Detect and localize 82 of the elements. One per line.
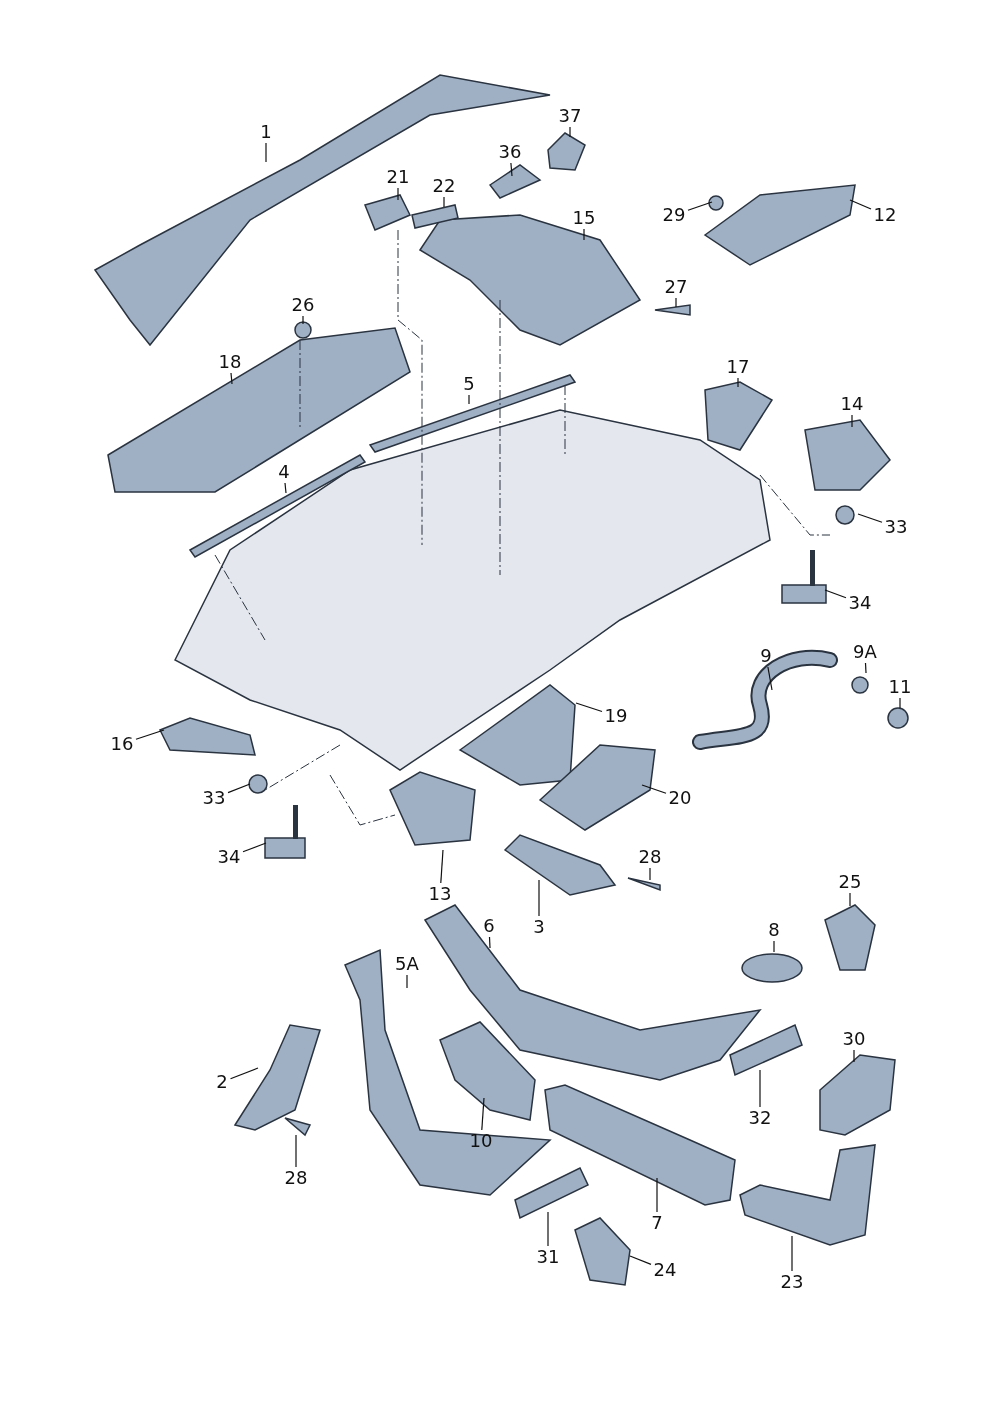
leader-line [242,842,267,853]
leader-line [864,662,867,674]
callout-number: 1 [260,122,272,142]
callout-number: 6 [483,916,495,936]
callout-number: 34 [217,847,241,867]
callout-number: 37 [558,106,582,126]
leader-line [443,196,445,208]
leader-line [641,784,667,794]
leader-line [851,414,853,428]
callout-number: 3 [533,917,545,937]
callout-number: 10 [469,1131,493,1151]
callout-number: 31 [536,1247,560,1267]
callout-number: 5A [395,954,419,974]
leader-line [302,315,304,325]
leader-line [227,783,251,794]
callout-number: 5 [463,374,475,394]
leader-line [899,697,901,709]
leader-line [406,974,408,989]
leader-line [284,482,287,494]
callout-number: 26 [291,295,315,315]
leader-line [230,372,233,385]
callout-number: 30 [842,1029,866,1049]
callout-number: 21 [386,167,410,187]
callout-number: 19 [604,706,628,726]
leader-line [295,1134,297,1168]
leader-line [791,1235,793,1272]
callout-number: 34 [848,593,872,613]
leader-line [687,201,713,211]
leader-line [849,892,851,907]
leader-line [857,513,883,523]
callout-number: 4 [278,462,290,482]
callout-number: 9 [760,646,772,666]
leader-line [229,1067,259,1080]
callout-number: 24 [653,1260,677,1280]
callout-number: 2 [216,1072,228,1092]
leader-line [575,702,603,713]
leader-line [265,142,267,163]
leader-line [397,187,399,201]
leader-line [135,729,165,740]
callout-number: 28 [638,847,662,867]
leader-line [510,162,513,177]
callout-number: 33 [202,788,226,808]
callout-number: 12 [873,205,897,225]
callout-number: 32 [748,1108,772,1128]
callout-number: 27 [664,277,688,297]
leader-line [737,377,739,388]
callout-number: 14 [840,394,864,414]
callout-number: 8 [768,920,780,940]
leader-line [547,1211,549,1247]
callout-number: 7 [651,1213,663,1233]
callout-number: 36 [498,142,522,162]
leader-line [656,1177,658,1213]
leader-line [853,1049,855,1063]
leader-line [649,867,651,881]
callout-number: 28 [284,1168,308,1188]
leader-line [440,849,444,884]
leader-line [849,199,872,210]
leader-line [773,940,775,953]
leader-line [759,1069,761,1108]
leader-line [468,394,470,405]
leader-line [481,1097,485,1131]
callout-number: 25 [838,872,862,892]
leader-line [767,666,773,691]
callout-number: 9A [853,642,877,662]
leader-line [583,228,585,241]
leader-line [629,1255,652,1265]
leader-line [569,126,571,138]
callout-number: 11 [888,677,912,697]
callout-number: 15 [572,208,596,228]
leader-line [488,936,491,949]
callout-number: 18 [218,352,242,372]
callout-number: 17 [726,357,750,377]
callout-number: 16 [110,734,134,754]
leader-line [538,879,540,917]
callout-number: 29 [662,205,686,225]
callout-number: 33 [884,517,908,537]
leader-line [675,297,677,308]
callout-number: 13 [428,884,452,904]
callout-number: 22 [432,176,456,196]
callout-number: 23 [780,1272,804,1292]
callout-number: 20 [668,788,692,808]
leader-line [824,589,847,599]
